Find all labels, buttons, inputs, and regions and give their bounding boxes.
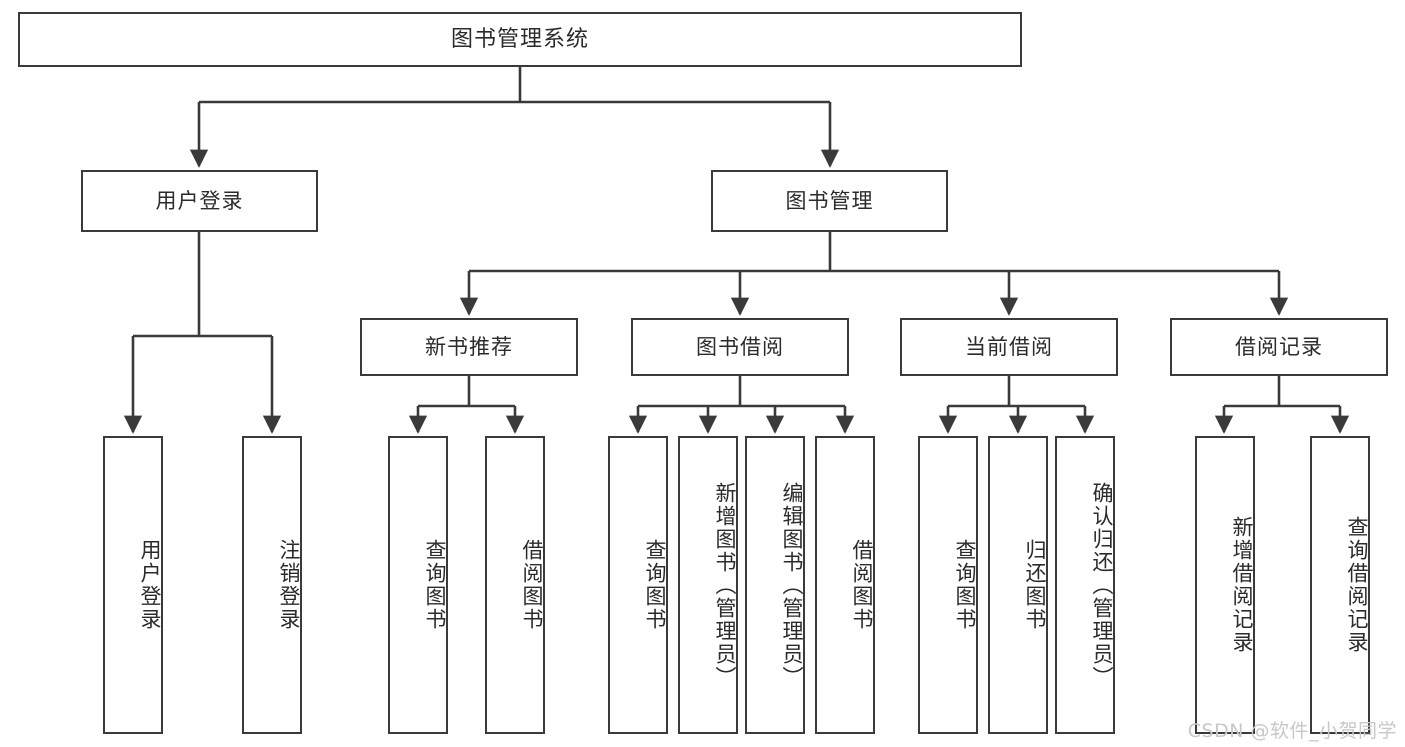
node-label: 查询图书 [643,539,667,631]
node-book-management[interactable]: 图书管理 [711,170,948,232]
node-label: 借阅图书 [850,539,874,631]
leaf-query-book-borrow[interactable]: 查询图书 [608,436,668,734]
node-label: 图书管理系统 [450,26,589,52]
node-label: 新增借阅记录 [1230,516,1254,654]
node-label: 查询图书 [423,539,447,631]
node-label: 编辑图书（管理员） [780,481,804,689]
leaf-query-book-new-rec[interactable]: 查询图书 [388,436,448,734]
leaf-confirm-return-admin[interactable]: 确认归还（管理员） [1055,436,1115,734]
leaf-query-book-current[interactable]: 查询图书 [918,436,978,734]
node-label: 确认归还（管理员） [1090,481,1114,689]
node-label: 当前借阅 [965,334,1053,359]
leaf-user-login[interactable]: 用户登录 [103,436,163,734]
node-label: 注销登录 [277,539,301,631]
node-borrowing-record[interactable]: 借阅记录 [1170,318,1388,376]
node-label: 图书借阅 [696,334,784,359]
leaf-logout-login[interactable]: 注销登录 [242,436,302,734]
node-current-borrowing[interactable]: 当前借阅 [900,318,1118,376]
leaf-return-book[interactable]: 归还图书 [988,436,1048,734]
node-label: 用户登录 [155,188,244,213]
node-label: 归还图书 [1023,539,1047,631]
leaf-add-book-admin[interactable]: 新增图书（管理员） [678,436,738,734]
node-label: 新书推荐 [425,334,513,359]
node-label: 新增图书（管理员） [713,481,737,689]
node-label: 查询借阅记录 [1345,516,1369,654]
node-label: 用户登录 [138,539,162,631]
node-label: 借阅记录 [1235,334,1323,359]
csdn-watermark: CSDN @软件_小贺同学 [1187,720,1397,742]
node-user-login[interactable]: 用户登录 [81,170,318,232]
node-label: 借阅图书 [520,539,544,631]
leaf-borrow-book[interactable]: 借阅图书 [815,436,875,734]
node-label: 图书管理 [785,188,874,213]
leaf-add-borrow-record[interactable]: 新增借阅记录 [1195,436,1255,734]
node-new-book-recommendation[interactable]: 新书推荐 [360,318,578,376]
node-root-book-management-system[interactable]: 图书管理系统 [18,12,1022,67]
leaf-borrow-book-new-rec[interactable]: 借阅图书 [485,436,545,734]
node-book-borrowing[interactable]: 图书借阅 [631,318,849,376]
leaf-edit-book-admin[interactable]: 编辑图书（管理员） [745,436,805,734]
leaf-query-borrow-record[interactable]: 查询借阅记录 [1310,436,1370,734]
node-label: 查询图书 [953,539,977,631]
